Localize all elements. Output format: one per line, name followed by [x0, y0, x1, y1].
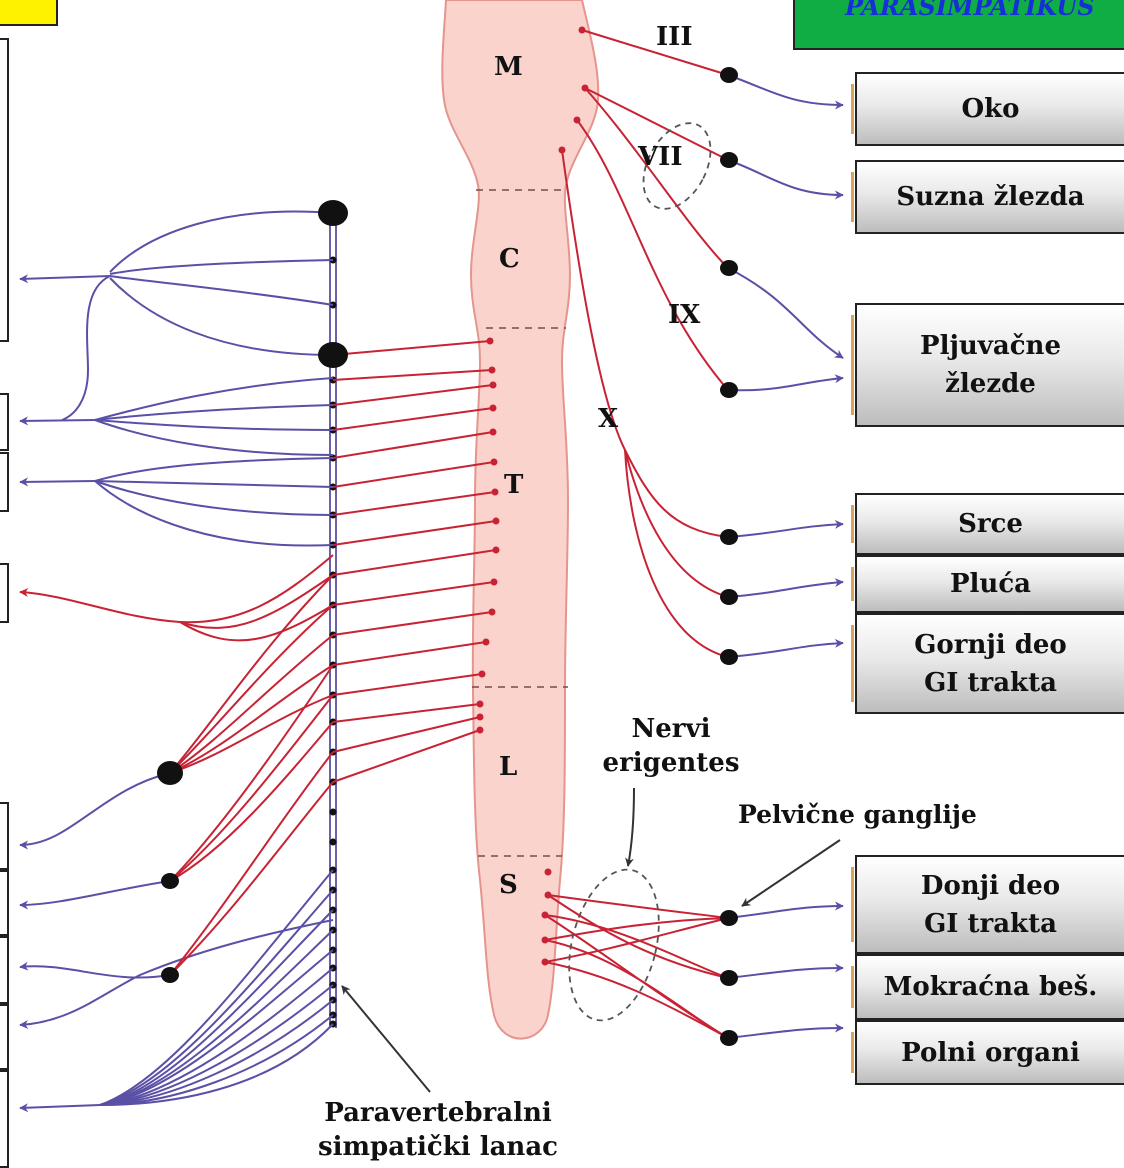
left-organ-box-9: [0, 1070, 9, 1168]
left-organ-box-1: [0, 38, 9, 342]
chain-node-19: [330, 839, 337, 846]
segment-label-c: C: [499, 244, 520, 274]
cardiac-ganglion: [720, 529, 738, 545]
nerve-label-vii: VII: [638, 142, 683, 172]
organ-genitals: Polni organi: [855, 1020, 1124, 1085]
superior-mesenteric-ganglion: [161, 873, 179, 889]
neuron-body-7: [490, 382, 497, 389]
neuron-body-10: [491, 459, 498, 466]
enteric-ganglion-upper: [720, 649, 738, 665]
sympathetic-header-box: [0, 0, 58, 26]
sympathetic-chain: [330, 215, 336, 1028]
neuron-body-19: [477, 714, 484, 721]
organ-heart: Srce: [855, 493, 1124, 555]
celiac-ganglion: [157, 761, 183, 785]
pulmonary-ganglion: [720, 589, 738, 605]
otic-ganglion: [720, 382, 738, 398]
nervi-erigentes-label: Nervi erigentes: [586, 712, 756, 780]
neuron-body-5: [487, 338, 494, 345]
superior-cervical-ganglion: [318, 200, 348, 226]
left-organ-box-2: [0, 393, 9, 451]
nervi-erigentes-highlight: [555, 860, 674, 1030]
neuron-body-8: [490, 405, 497, 412]
left-organ-box-5: [0, 802, 9, 870]
nerve-label-x: X: [598, 404, 618, 434]
pelvic-ganglion-1: [720, 910, 738, 926]
submandibular-ganglion: [720, 260, 738, 276]
neuron-body-9: [490, 429, 497, 436]
neuron-body-21: [545, 869, 552, 876]
segment-label-l: L: [499, 752, 517, 782]
pelvic-ganglia-label: Pelvične ganglije: [738, 800, 977, 829]
nervi-erigentes-pointer: [628, 788, 634, 866]
left-organ-box-4: [0, 563, 9, 623]
neuron-body-16: [483, 639, 490, 646]
parasympathetic-header: PARASIMPATIKUS: [793, 0, 1124, 50]
organ-lacrimal-gland: Suzna žlezda: [855, 160, 1124, 234]
neuron-body-20: [477, 727, 484, 734]
organ-lower-gi: Donji deo GI trakta: [855, 855, 1124, 954]
neuron-body-6: [489, 367, 496, 374]
sympathetic-chain-label: Paravertebralni simpatički lanac: [288, 1096, 588, 1164]
left-organ-box-8: [0, 1004, 9, 1070]
neuron-body-14: [491, 579, 498, 586]
left-organ-box-7: [0, 936, 9, 1004]
parasympathetic-preganglionic-fibers: [545, 30, 728, 1038]
left-organ-box-3: [0, 452, 9, 512]
chain-pointer: [342, 986, 430, 1092]
pelvic-ganglion-3: [720, 1030, 738, 1046]
neuron-body-17: [479, 671, 486, 678]
organ-salivary-glands: Pljuvačne žlezde: [855, 303, 1124, 427]
parasympathetic-postganglionic-fibers: [728, 75, 843, 1038]
sympathetic-preganglionic-fibers: [20, 341, 496, 975]
spinal-cord: [442, 0, 598, 1039]
segment-label-s: S: [499, 870, 518, 900]
pelvic-ganglia-pointer: [742, 840, 840, 906]
neuron-body-11: [492, 489, 499, 496]
left-organ-box-6: [0, 870, 9, 936]
neuron-body-18: [477, 701, 484, 708]
neuron-body-12: [493, 518, 500, 525]
chain-node-18: [330, 809, 337, 816]
segment-label-m: M: [494, 52, 523, 82]
organ-eye: Oko: [855, 72, 1124, 146]
nerve-label-iii: III: [656, 22, 693, 52]
neuron-body-13: [493, 547, 500, 554]
nerve-label-ix: IX: [668, 300, 700, 330]
stellate-ganglion: [318, 342, 348, 368]
pterygopalatine-ganglion: [720, 152, 738, 168]
inferior-mesenteric-ganglion: [161, 967, 179, 983]
parasympathetic-ganglia: [720, 67, 738, 1046]
organ-lungs: Pluća: [855, 555, 1124, 613]
neuron-body-15: [489, 609, 496, 616]
ciliary-ganglion: [720, 67, 738, 83]
pelvic-ganglion-2: [720, 970, 738, 986]
segment-label-t: T: [504, 470, 523, 500]
organ-upper-gi: Gornji deo GI trakta: [855, 613, 1124, 714]
organ-bladder: Mokraćna beš.: [855, 954, 1124, 1020]
parasympathetic-title: PARASIMPATIKUS: [845, 0, 1095, 21]
